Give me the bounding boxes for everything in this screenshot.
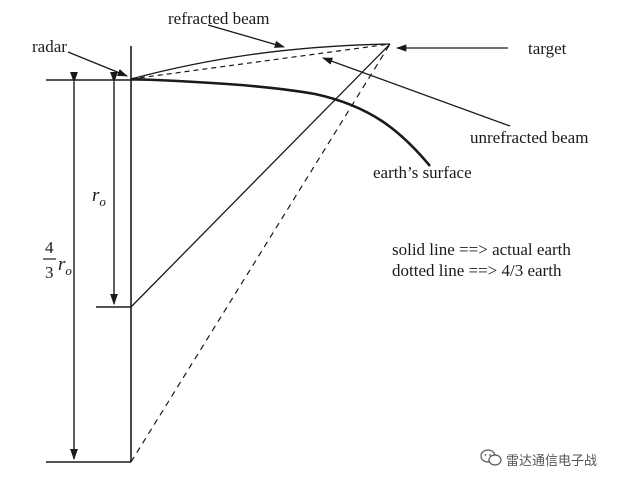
four-thirds-r-o-label: ro bbox=[58, 254, 72, 278]
radar-callout-arrow bbox=[67, 51, 128, 77]
watermark-text: 雷达通信电子战 bbox=[506, 454, 597, 469]
wechat-icon bbox=[480, 449, 502, 466]
r-o-symbol: r bbox=[92, 185, 100, 206]
unrefracted-beam-line bbox=[130, 43, 391, 80]
earths-surface-label: earth’s surface bbox=[373, 163, 472, 182]
legend-solid-line: solid line ==> actual earth bbox=[392, 240, 571, 259]
legend-dotted-line: dotted line ==> 4/3 earth bbox=[392, 261, 562, 280]
radar-label: radar bbox=[32, 37, 67, 56]
r-o-label: ro bbox=[92, 185, 106, 209]
four-thirds-r-symbol: r bbox=[58, 254, 66, 275]
four-thirds-earth-radius-line bbox=[130, 43, 391, 463]
target-label: target bbox=[528, 39, 567, 58]
earths-surface-curve bbox=[130, 77, 431, 167]
refracted-beam-label: refracted beam bbox=[168, 9, 269, 28]
actual-earth-radius-line bbox=[130, 43, 391, 308]
refracted-beam-callout-arrow bbox=[207, 24, 285, 48]
refracted-beam-curve bbox=[130, 43, 391, 80]
four-thirds-denominator: 3 bbox=[45, 263, 54, 282]
four-thirds-r-subscript: o bbox=[65, 263, 72, 278]
four-thirds-numerator: 4 bbox=[45, 238, 54, 257]
unrefracted-beam-callout-arrow bbox=[322, 57, 511, 127]
unrefracted-beam-label: unrefracted beam bbox=[470, 128, 588, 147]
r-o-subscript: o bbox=[99, 194, 106, 209]
